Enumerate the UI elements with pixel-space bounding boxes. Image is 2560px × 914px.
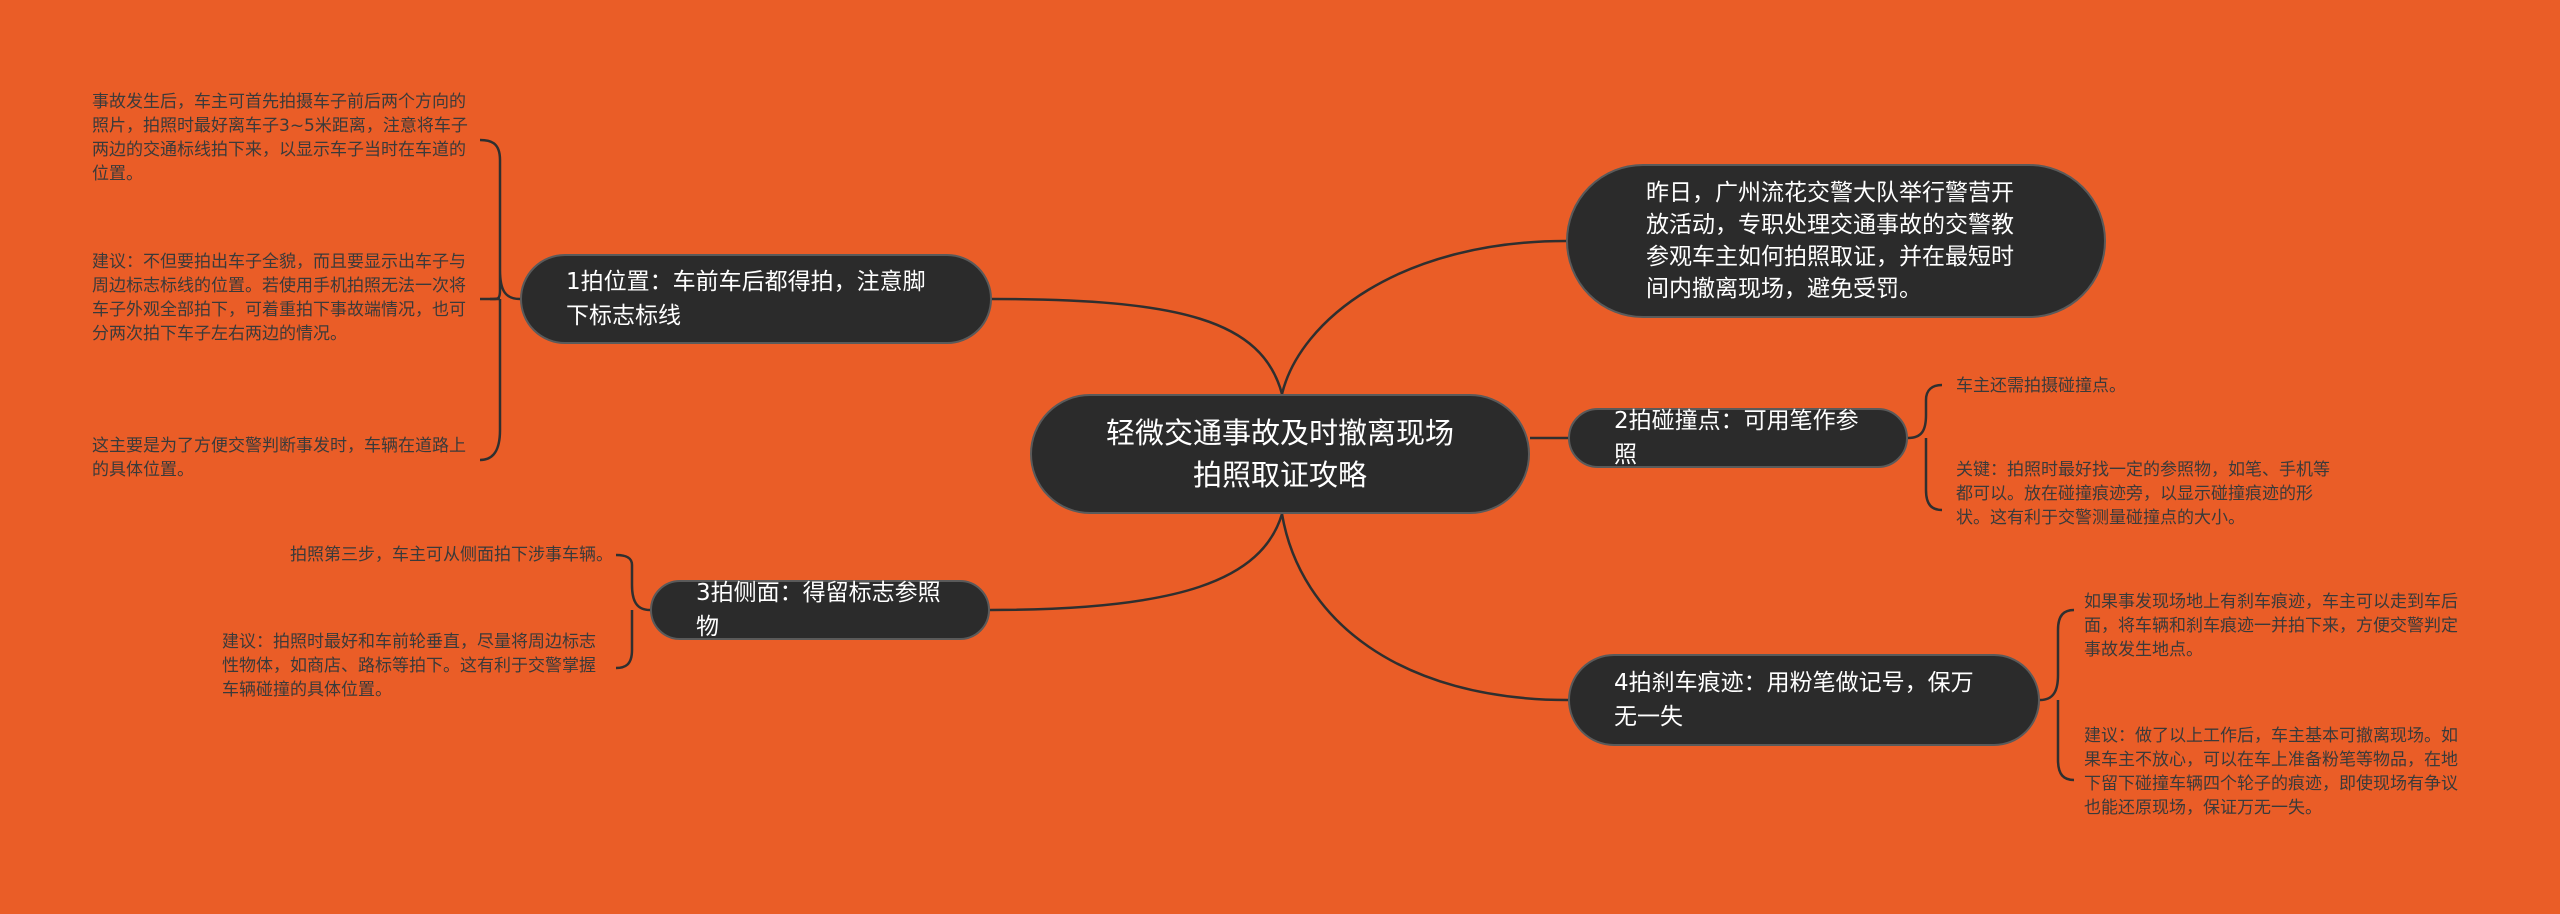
branch-side-view[interactable]: 3拍侧面：得留标志参照物 xyxy=(650,580,990,640)
branch-position-label: 1拍位置：车前车后都得拍，注意脚下标志标线 xyxy=(566,269,926,329)
connector-center-b1 xyxy=(991,297,1284,395)
note-position-1: 事故发生后，车主可首先拍摄车子前后两个方向的照片，拍照时最好离车子3~5米距离，… xyxy=(92,92,468,184)
branch-position[interactable]: 1拍位置：车前车后都得拍，注意脚下标志标线 xyxy=(520,254,992,344)
bracket-b2 xyxy=(1907,383,1943,512)
central-topic-label: 轻微交通事故及时撤离现场 拍照取证攻略 xyxy=(1105,416,1454,492)
branch-impact-point-label: 2拍碰撞点：可用笔作参照 xyxy=(1614,408,1859,468)
note-position-3: 这主要是为了方便交警判断事发时，车辆在道路上的具体位置。 xyxy=(92,436,466,480)
branch-brake-marks-label: 4拍刹车痕迹：用粉笔做记号，保万无一失 xyxy=(1614,670,1974,730)
note-brake-1: 如果事发现场地上有刹车痕迹，车主可以走到车后面，将车辆和刹车痕迹一并拍下来，方便… xyxy=(2084,592,2458,660)
note-side-1: 拍照第三步，车主可从侧面拍下涉事车辆。 xyxy=(290,545,613,565)
branch-side-view-label: 3拍侧面：得留标志参照物 xyxy=(696,580,941,640)
bracket-b3 xyxy=(615,553,651,670)
intro-node-text: 昨日，广州流花交警大队举行警营开放活动，专职处理交通事故的交警教参观车主如何拍照… xyxy=(1646,180,2014,302)
branch-impact-point[interactable]: 2拍碰撞点：可用笔作参照 xyxy=(1568,408,1908,468)
bracket-b4 xyxy=(2039,608,2075,782)
intro-node[interactable]: 昨日，广州流花交警大队举行警营开放活动，专职处理交通事故的交警教参观车主如何拍照… xyxy=(1566,164,2106,318)
note-impact-1: 车主还需拍摄碰撞点。 xyxy=(1956,376,2126,396)
note-impact-2: 关键：拍照时最好找一定的参照物，如笔、手机等都可以。放在碰撞痕迹旁，以显示碰撞痕… xyxy=(1956,460,2330,528)
note-side-2: 建议：拍照时最好和车前轮垂直，尽量将周边标志性物体，如商店、路标等拍下。这有利于… xyxy=(222,632,596,700)
note-position-2: 建议：不但要拍出车子全貌，而且要显示出车子与周边标志标线的位置。若使用手机拍照无… xyxy=(92,252,466,344)
note-brake-2: 建议：做了以上工作后，车主基本可撤离现场。如果车主不放心，可以在车上准备粉笔等物… xyxy=(2084,726,2458,818)
connector-center-intro xyxy=(1280,239,1567,395)
branch-brake-marks[interactable]: 4拍刹车痕迹：用粉笔做记号，保万无一失 xyxy=(1568,654,2040,746)
connector-center-b4 xyxy=(1280,513,1569,702)
connector-center-b3 xyxy=(989,513,1284,612)
central-topic[interactable]: 轻微交通事故及时撤离现场 拍照取证攻略 xyxy=(1030,394,1530,514)
